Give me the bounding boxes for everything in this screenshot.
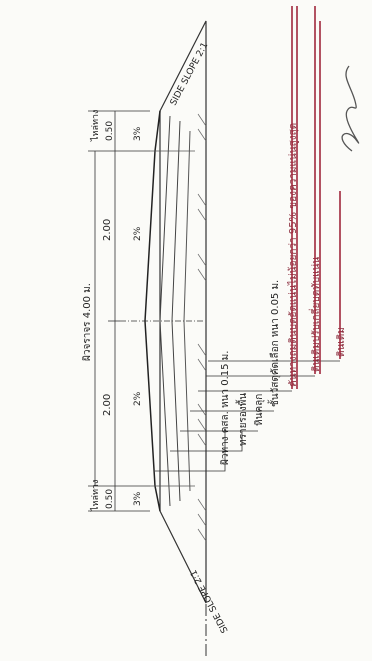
slope-center-left-label: 2% <box>133 391 143 406</box>
note-crushed-rock: หินคลุก <box>254 394 265 426</box>
side-slope-left-label: SIDE SLOPE 2:1 <box>189 568 231 634</box>
shoulder-right-label: ไหล่ทาง <box>90 110 101 142</box>
red-correction-marks <box>291 6 341 389</box>
shoulder-left-label: ไหล่ทาง <box>90 480 101 512</box>
shoulder-right-width: 0.50 <box>105 121 115 141</box>
note-sand: ทรายรองพื้น <box>235 393 249 446</box>
embankment-hatch <box>197 113 207 542</box>
note-concrete: ผิวทาง คสล. หนา 0.15 ม. <box>220 351 231 466</box>
note-selected-material: ชั้นวัสดุคัดเลือก หนา 0.05 ม. <box>267 280 281 407</box>
subbase-line <box>171 120 181 502</box>
shoulder-left-width: 0.50 <box>105 489 115 509</box>
pavement-surface-line <box>144 110 161 512</box>
selected-material-line <box>183 130 191 492</box>
note-existing-ground: ดินเดิม <box>336 327 347 357</box>
half-width-right: 2.00 <box>102 219 113 241</box>
slope-left-label: 3% <box>133 491 143 506</box>
side-slope-right-label: SIDE SLOPE 2:1 <box>169 41 211 107</box>
slope-center-right-label: 2% <box>133 226 143 241</box>
half-width-left: 2.00 <box>102 394 113 416</box>
note-embankment: คันทางถมดินบดอัดแน่นไม่น้อยกว่า 95% ของค… <box>287 123 299 387</box>
road-width-label: ผิวจราจร 4.00 ม. <box>82 283 93 361</box>
dimension-lines <box>88 110 150 512</box>
base-course-line <box>159 115 171 507</box>
signature-mark <box>341 65 360 152</box>
slope-right-label: 3% <box>133 126 143 141</box>
